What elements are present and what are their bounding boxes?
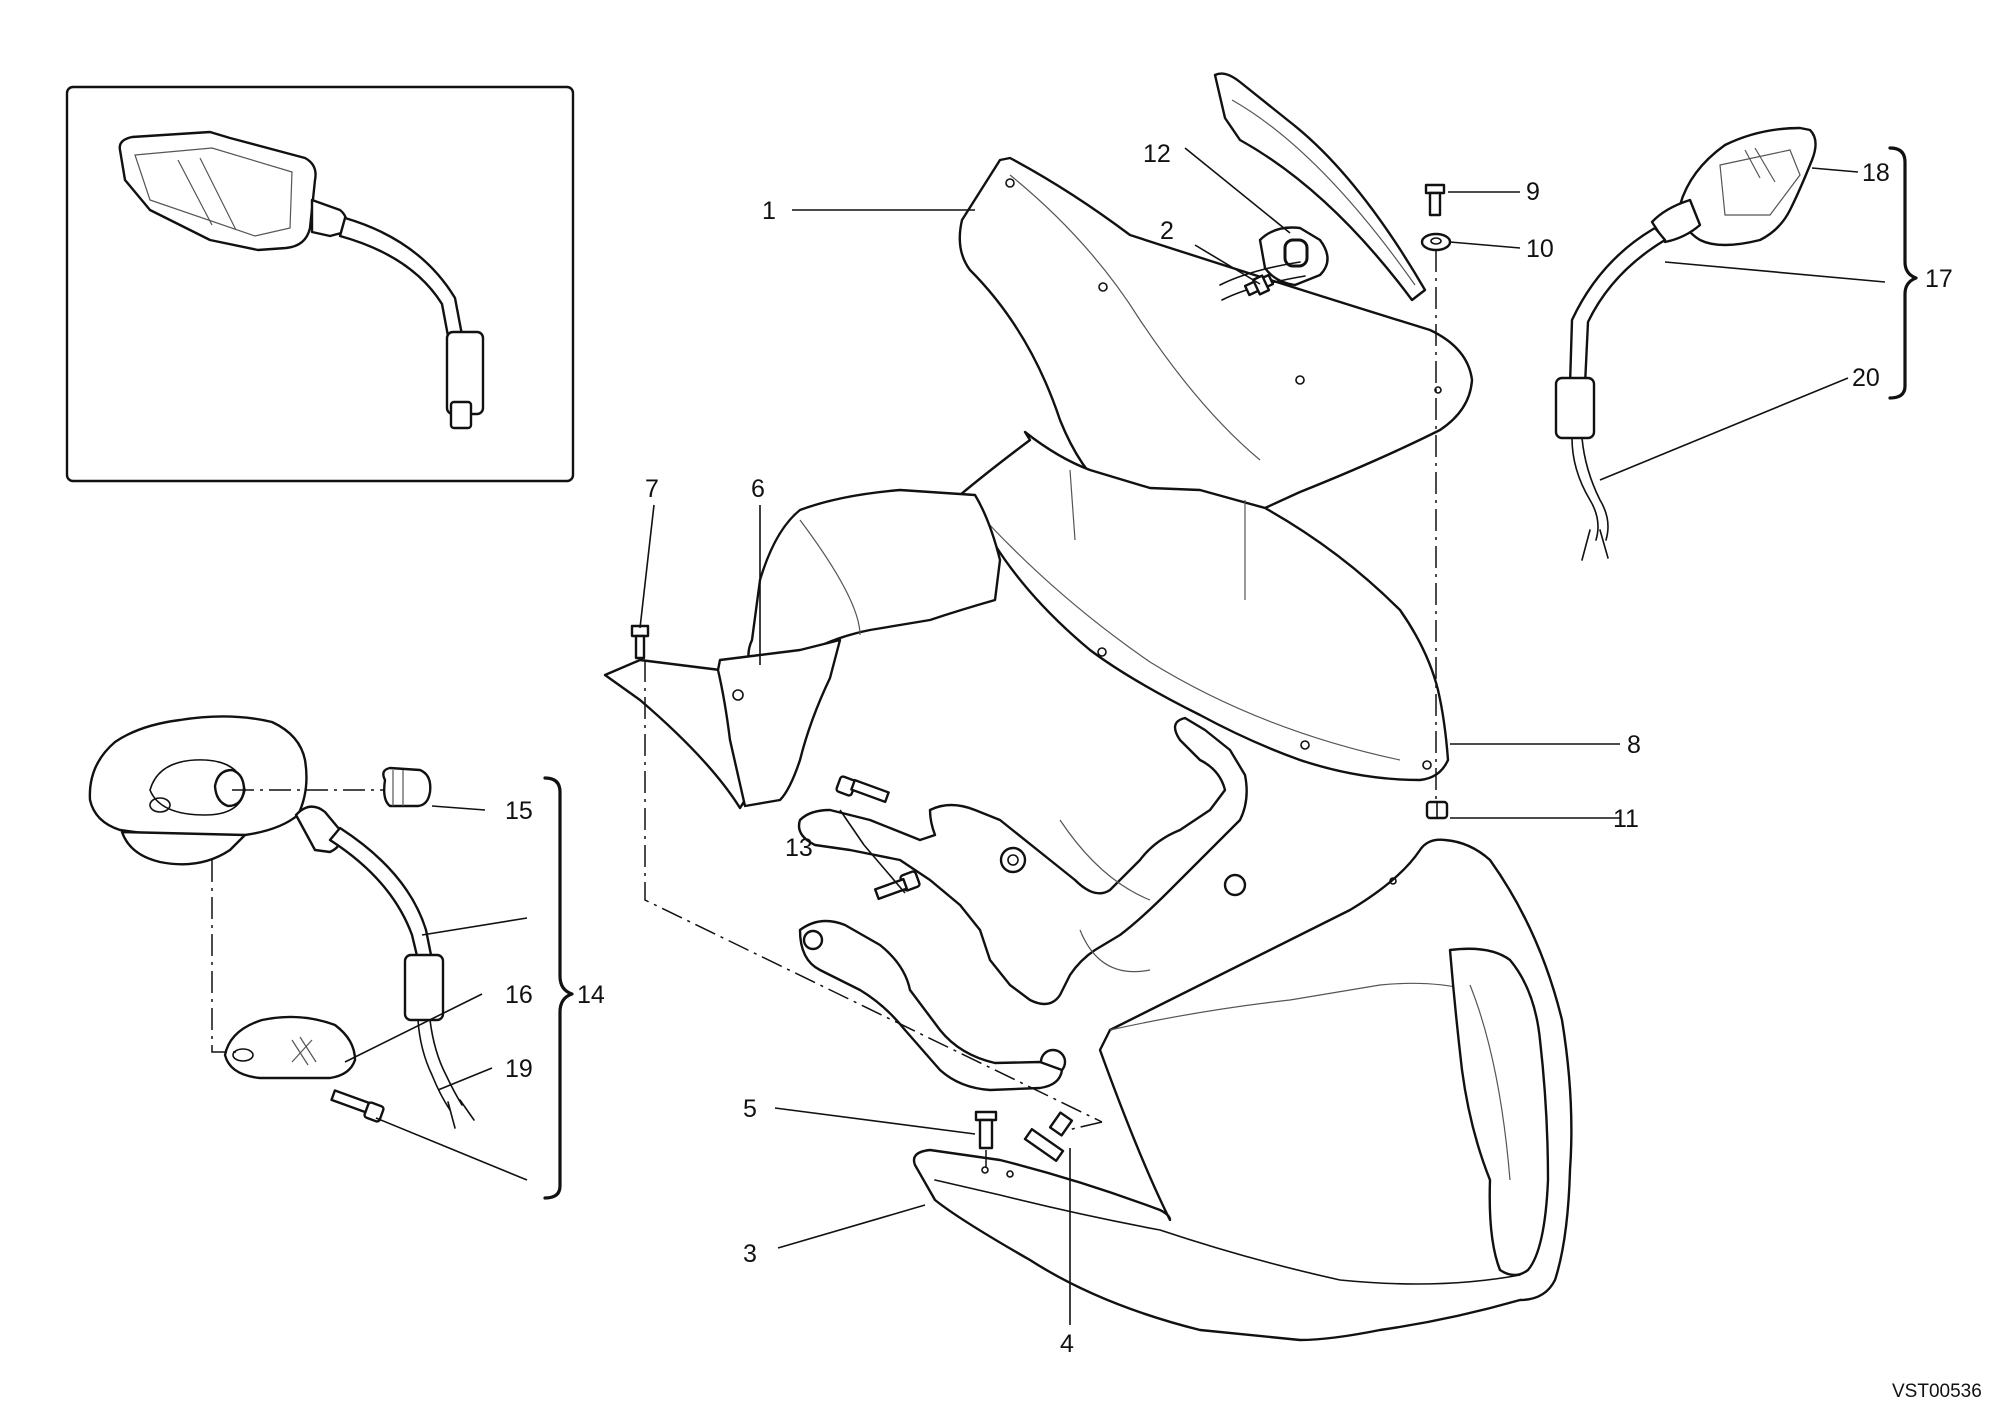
spacer-5 (974, 1110, 998, 1150)
screw-4 (1023, 1111, 1074, 1163)
washer-10 (1420, 232, 1452, 252)
inset-mirror-plug (449, 400, 473, 430)
callout-9: 9 (1526, 178, 1540, 206)
alignment-lines (211, 250, 1437, 1168)
callout-3: 3 (743, 1240, 757, 1268)
right-mirror-housing (1678, 126, 1817, 247)
indicator-lens-16 (223, 1015, 357, 1080)
screw-2 (1243, 273, 1275, 297)
middle-fairing (958, 430, 1450, 782)
left-mirror-socket (213, 768, 246, 808)
left-mirror-boot (403, 953, 445, 1022)
left-mirror-wire (417, 1019, 463, 1111)
callout-7: 7 (645, 475, 659, 503)
callout-12: 12 (1143, 140, 1171, 168)
inset-mirror-glass (134, 147, 293, 237)
callout-14: 14 (577, 981, 605, 1009)
lower-fairing-inner (1109, 982, 1471, 1031)
callout-15: 15 (505, 797, 533, 825)
screw-7 (630, 624, 650, 660)
drawing-code: VST00536 (1892, 1381, 1982, 1402)
inset-mirror-housing (118, 130, 317, 252)
callout-18: 18 (1862, 159, 1890, 187)
screw-13-upper (835, 775, 890, 804)
callout-2: 2 (1160, 217, 1174, 245)
callout-6: 6 (751, 475, 765, 503)
right-mirror-boot (1554, 376, 1596, 440)
upper-fairing-panel (958, 156, 1474, 510)
lower-fairing (912, 838, 1573, 1342)
windshield (1213, 72, 1427, 302)
callout-10: 10 (1526, 235, 1554, 263)
inset-detail (65, 85, 575, 483)
brace-14 (543, 776, 574, 1200)
screw-9 (1424, 183, 1446, 217)
leader-lines (344, 147, 1886, 1325)
frame-bushing-right (1223, 873, 1247, 897)
frame-bushing-left (999, 846, 1027, 874)
callout-20: 20 (1852, 364, 1880, 392)
callout-4: 4 (1060, 1330, 1074, 1358)
callout-13: 13 (785, 834, 813, 862)
indicator-screw (330, 1089, 385, 1123)
right-mirror-arm (1568, 226, 1667, 387)
duct-lip (716, 638, 842, 808)
callout-16: 16 (505, 981, 533, 1009)
left-mirror-cap (120, 830, 247, 866)
screw-13-lower (873, 870, 921, 901)
nut-11 (1425, 800, 1449, 820)
right-mirror-lens (1719, 149, 1801, 216)
callout-19: 19 (505, 1055, 533, 1083)
lower-fairing-vent (1448, 947, 1550, 1277)
lower-fairing-edge (934, 1179, 1521, 1285)
brace-17 (1888, 146, 1918, 400)
callout-1: 1 (762, 197, 776, 225)
callout-labels: 1 2 3 4 5 6 7 8 9 10 11 12 13 14 15 16 1… (505, 140, 1953, 1358)
rubber-bushing-15 (382, 766, 432, 808)
right-mirror-wire (1571, 437, 1609, 541)
left-mirror-housing (88, 715, 308, 840)
left-mirror-stem (294, 805, 343, 854)
callout-11: 11 (1613, 805, 1639, 833)
callout-17: 17 (1925, 265, 1953, 293)
callout-5: 5 (743, 1095, 757, 1123)
right-mirror-stem (1650, 198, 1702, 244)
left-mirror-arm (328, 826, 434, 962)
callout-8: 8 (1627, 731, 1641, 759)
